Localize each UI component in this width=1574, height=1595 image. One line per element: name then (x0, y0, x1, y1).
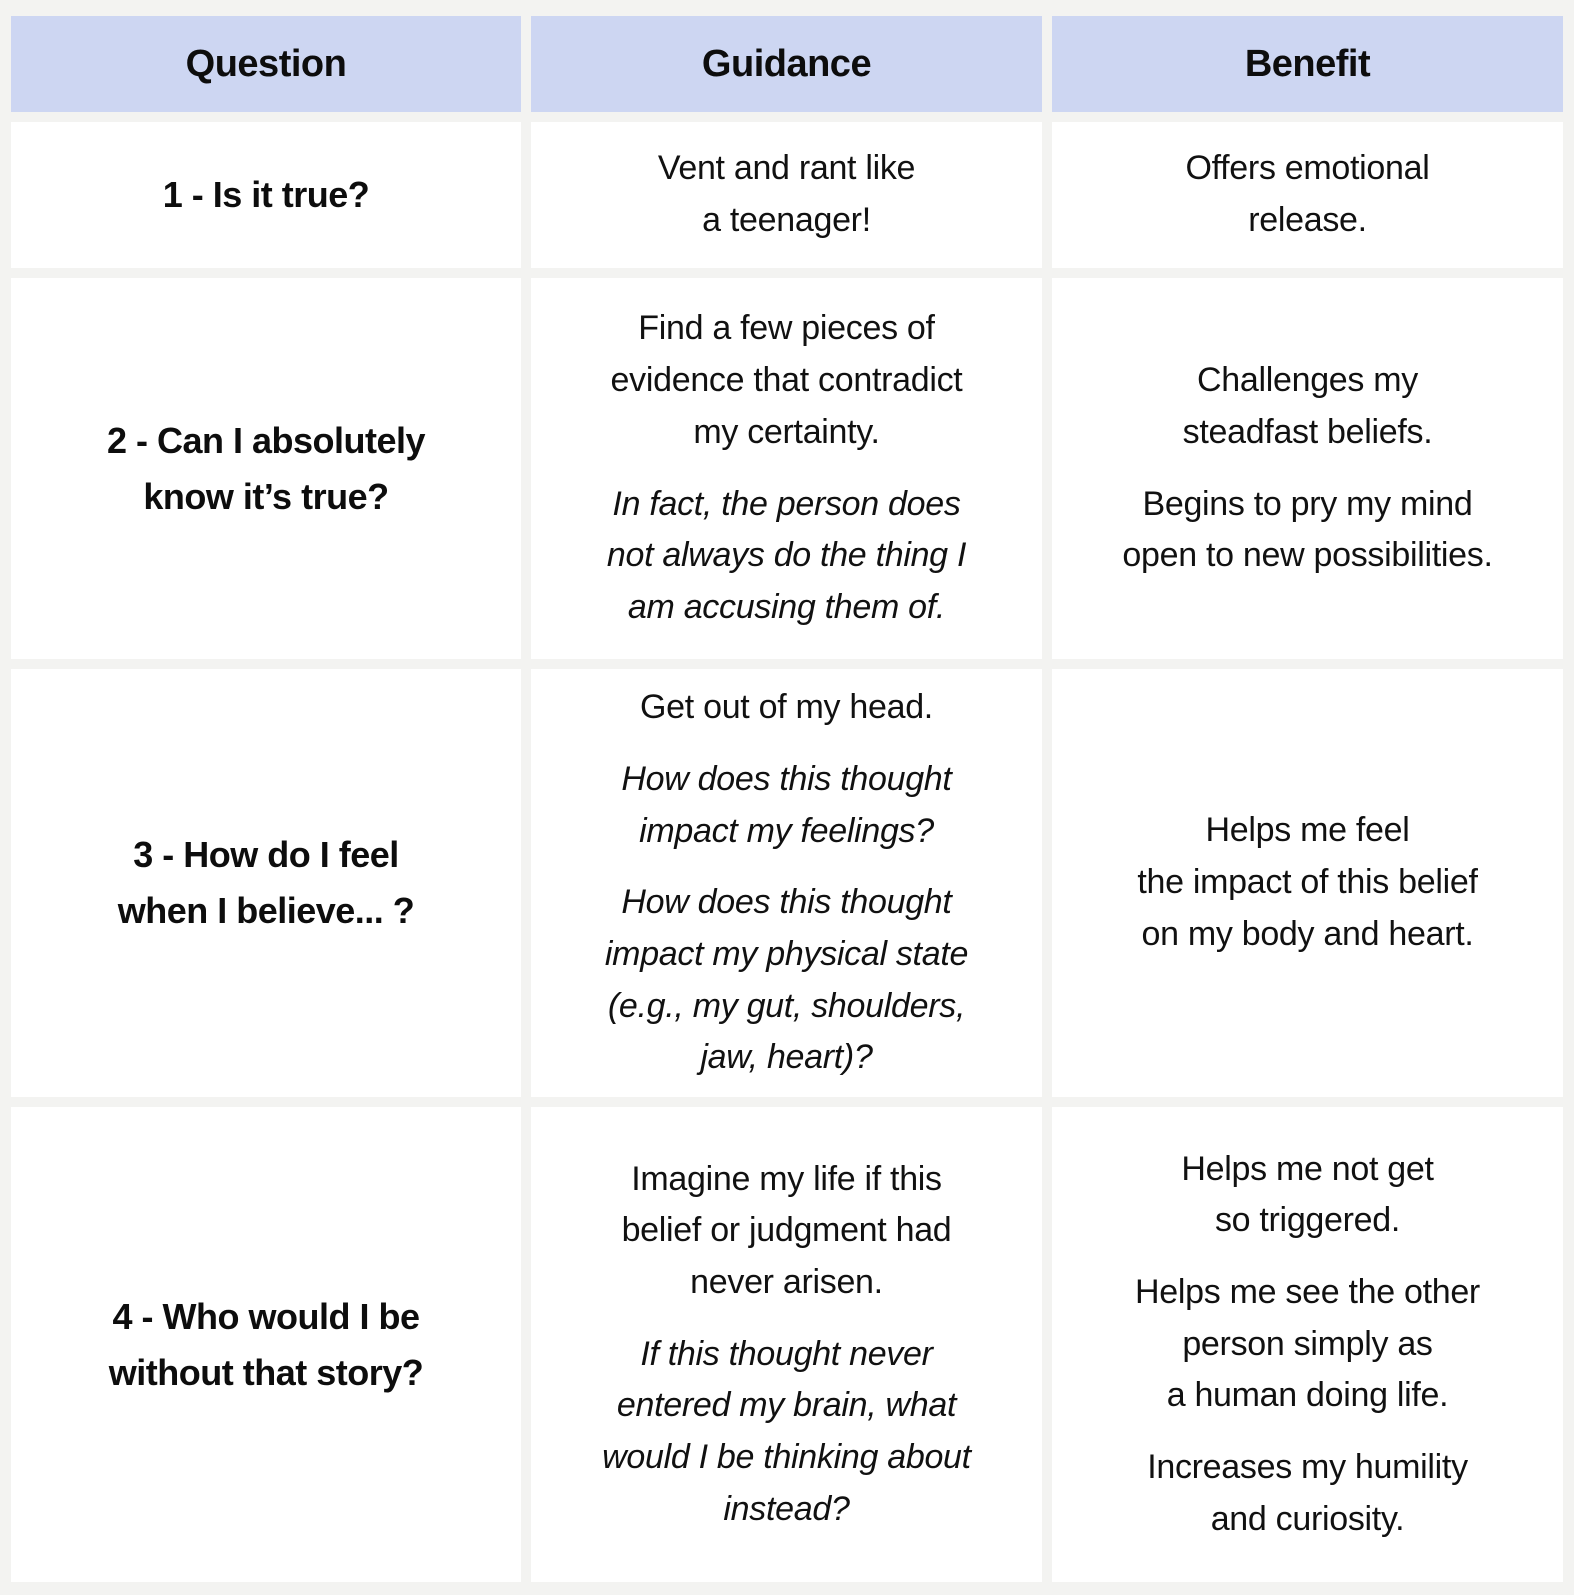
question-cell-4: 4 - Who would I be without that story? (11, 1107, 521, 1582)
question-cell-1: 1 - Is it true? (11, 122, 521, 268)
benefit-cell-3: Helps me feel the impact of this belief … (1052, 669, 1563, 1097)
guidance-paragraph: Get out of my head. (640, 688, 933, 727)
question-cell-3: 3 - How do I feel when I believe... ? (11, 669, 521, 1097)
question-label: 4 - Who would I be without that story? (108, 1295, 424, 1393)
question-cell-2: 2 - Can I absolutely know it’s true? (11, 278, 521, 659)
column-header-question: Question (11, 16, 521, 112)
benefit-paragraph: Begins to pry my mind open to new possib… (1122, 484, 1493, 575)
benefit-cell-4: Helps me not get so triggered. Helps me … (1052, 1107, 1563, 1582)
guidance-cell-1: Vent and rant like a teenager! (531, 122, 1042, 268)
benefit-paragraph: Challenges my steadfast beliefs. (1182, 361, 1433, 451)
column-header-benefit: Benefit (1052, 16, 1563, 112)
column-header-guidance: Guidance (531, 16, 1042, 112)
column-header-guidance-label: Guidance (701, 42, 872, 85)
benefit-paragraph: Helps me not get so triggered. (1181, 1149, 1434, 1240)
benefit-paragraph: Offers emotional release. (1185, 149, 1430, 239)
question-label: 2 - Can I absolutely know it’s true? (106, 419, 426, 517)
question-label: 1 - Is it true? (162, 174, 370, 216)
benefit-paragraph: Helps me see the other person simply as … (1135, 1272, 1480, 1415)
question-label: 3 - How do I feel when I believe... ? (117, 834, 415, 931)
benefit-cell-1: Offers emotional release. (1052, 122, 1563, 268)
guidance-paragraph: Vent and rant like a teenager! (657, 149, 916, 239)
guidance-paragraph: Find a few pieces of evidence that contr… (610, 309, 963, 451)
benefit-paragraph: Helps me feel the impact of this belief … (1137, 811, 1478, 953)
guidance-cell-4: Imagine my life if this belief or judgme… (531, 1107, 1042, 1582)
guidance-paragraph-italic: How does this thought impact my physical… (604, 883, 969, 1077)
guidance-paragraph-italic: In fact, the person does not always do t… (606, 484, 967, 626)
guidance-paragraph: Imagine my life if this belief or judgme… (621, 1159, 952, 1301)
column-header-benefit-label: Benefit (1244, 42, 1371, 85)
column-header-question-label: Question (185, 42, 347, 85)
benefit-paragraph: Increases my humility and curiosity. (1147, 1448, 1468, 1538)
benefit-cell-2: Challenges my steadfast beliefs. Begins … (1052, 278, 1563, 659)
guidance-paragraph-italic: How does this thought impact my feelings… (621, 759, 952, 850)
guidance-paragraph-italic: If this thought never entered my brain, … (602, 1334, 971, 1528)
guidance-cell-2: Find a few pieces of evidence that contr… (531, 278, 1042, 659)
guidance-cell-3: Get out of my head. How does this though… (531, 669, 1042, 1097)
